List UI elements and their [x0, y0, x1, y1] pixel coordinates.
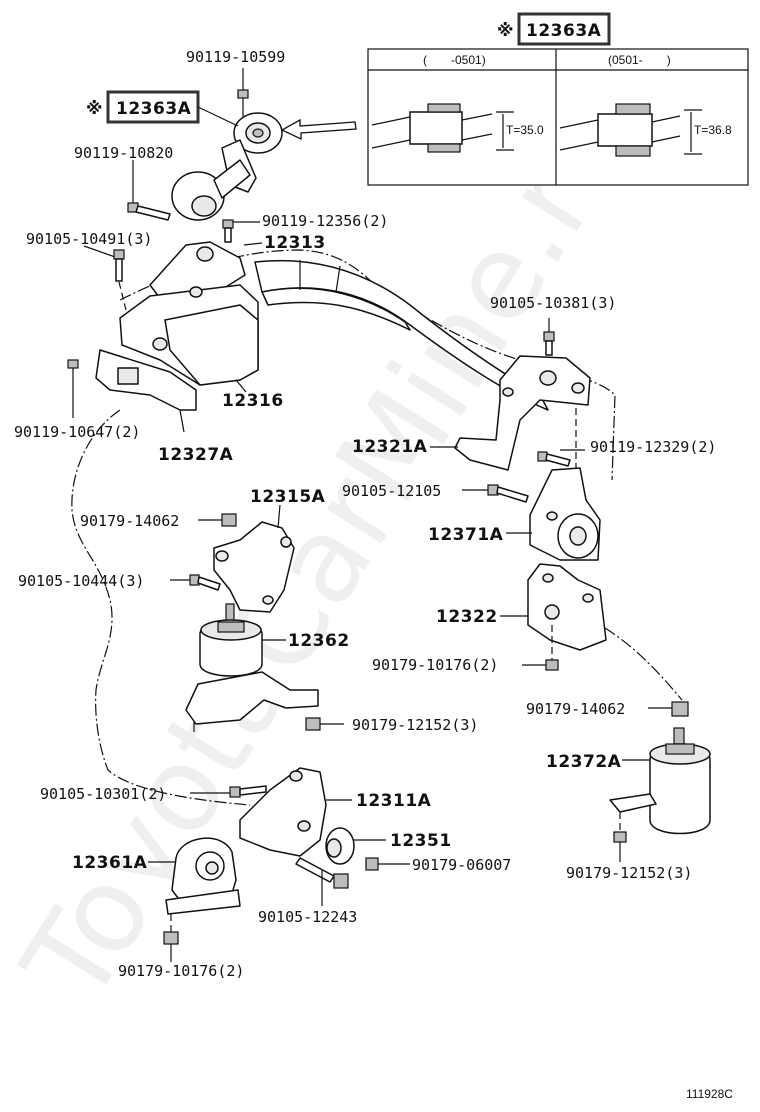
inset-arrow: [280, 118, 357, 141]
label-90105-10444: 90105-10444(3): [18, 572, 144, 590]
mount-12362: [185, 603, 319, 732]
label-12371a: 12371A: [428, 525, 504, 545]
label-90105-10381: 90105-10381(3): [490, 294, 616, 312]
label-90105-10491: 90105-10491(3): [26, 230, 152, 248]
bracket-12322: [500, 563, 607, 660]
bracket-12327a: [95, 349, 197, 433]
callout-part-left: 12363A: [116, 99, 192, 119]
mount-12371a: [506, 467, 601, 561]
label-12322: 12322: [436, 607, 498, 627]
label-90119-10599: 90119-10599: [186, 48, 285, 66]
label-12351: 12351: [390, 831, 452, 851]
bolt-90119-10820: [127, 160, 171, 221]
bushing-12363a: [197, 106, 283, 154]
label-90119-10647: 90119-10647(2): [14, 423, 140, 441]
label-12321a: 12321A: [352, 437, 428, 457]
nut-90179-12152-mid: [305, 717, 344, 731]
bolt-90105-10491: [83, 245, 127, 311]
inset-right-header: (0501- ): [608, 53, 671, 67]
bolt-90105-12243: [295, 857, 349, 906]
thickness-inset: ( -0501) (0501- ) T=35.0 T=36.8: [367, 48, 749, 186]
label-90179-10176-mid: 90179-10176(2): [372, 656, 498, 674]
bolt-90119-10599: [237, 68, 249, 118]
nut-90179-10176-bottom: [163, 914, 179, 962]
label-12327a: 12327A: [158, 445, 234, 465]
nut-90179-12152-right: [613, 812, 627, 862]
callout-box-top: [517, 12, 611, 46]
label-12362: 12362: [288, 631, 350, 651]
label-90105-12243: 90105-12243: [258, 908, 357, 926]
nut-90179-10176-mid: [522, 659, 559, 671]
bracket-12315a: [213, 504, 295, 613]
label-12316: 12316: [222, 391, 284, 411]
callout-mark-left: ※: [86, 99, 103, 119]
nut-90179-14062-left: [198, 513, 237, 527]
label-90179-06007: 90179-06007: [412, 856, 511, 874]
nut-90179-06007: [365, 857, 410, 871]
bolt-90105-10381: [543, 318, 555, 356]
bracket-12316: [119, 284, 259, 393]
label-90105-12105: 90105-12105: [342, 482, 441, 500]
label-90179-14062-left: 90179-14062: [80, 512, 179, 530]
label-12361a: 12361A: [72, 853, 148, 873]
label-12315a: 12315A: [250, 487, 326, 507]
callout-mark-top: ※: [497, 21, 514, 41]
label-90179-12152-right: 90179-12152(3): [566, 864, 692, 882]
mount-12361a: [148, 837, 241, 915]
bolt-90105-10301: [190, 785, 267, 798]
bracket-12321a: [430, 355, 591, 471]
label-12311a: 12311A: [356, 791, 432, 811]
label-12313: 12313: [264, 233, 326, 253]
inset-right-thickness: T=36.8: [694, 123, 732, 137]
bushing-12351: [325, 827, 386, 865]
label-90119-12356: 90119-12356(2): [262, 212, 388, 230]
nut-90179-14062-right: [648, 701, 689, 717]
bolt-90105-10444: [170, 574, 221, 591]
inset-left-thickness: T=35.0: [506, 123, 544, 137]
figure-code: 111928C: [686, 1087, 733, 1101]
label-90179-10176-bottom: 90179-10176(2): [118, 962, 244, 980]
bracket-12311a: [239, 767, 352, 857]
inset-left-header: ( -0501): [423, 53, 486, 67]
label-90179-12152-mid: 90179-12152(3): [352, 716, 478, 734]
label-90119-12329: 90119-12329(2): [590, 438, 716, 456]
part-labels: 90119-10599 90119-10820 90105-10491(3) 9…: [14, 48, 733, 1101]
label-90119-10820: 90119-10820: [74, 144, 173, 162]
label-12372a: 12372A: [546, 752, 622, 772]
mount-12372a: [609, 727, 711, 835]
callout-part-top: 12363A: [526, 21, 602, 41]
bolt-90105-12105: [462, 484, 529, 503]
label-90105-10301: 90105-10301(2): [40, 785, 166, 803]
upper-mount-bracket: [171, 139, 257, 221]
bolt-90119-12329: [537, 408, 585, 470]
bolt-90119-10647: [67, 359, 79, 418]
bolt-90119-12356: [222, 219, 260, 243]
label-90179-14062-right: 90179-14062: [526, 700, 625, 718]
